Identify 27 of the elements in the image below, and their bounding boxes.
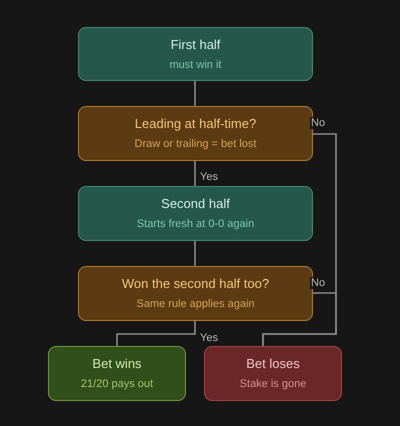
process-box — [78, 186, 313, 241]
node-subtitle: 21/20 pays out — [80, 377, 154, 391]
outcome-box — [48, 346, 186, 401]
node-title: Won the second half too? — [122, 276, 270, 292]
decision-box — [78, 266, 313, 321]
edge-label: No — [310, 277, 326, 289]
connector-line — [194, 161, 196, 186]
edge-label: No — [310, 117, 326, 129]
connector-line — [116, 321, 196, 346]
connector-line — [262, 292, 337, 346]
node-title: Bet wins — [92, 356, 142, 372]
node-subtitle: Draw or trailing = bet lost — [134, 137, 256, 151]
outcome-box — [204, 346, 342, 401]
node-title: First half — [170, 36, 220, 52]
connector-line — [194, 81, 196, 106]
node-title: Leading at half-time? — [134, 116, 256, 132]
node-title: Bet loses — [246, 356, 300, 372]
node-subtitle: Starts fresh at 0-0 again — [136, 217, 254, 231]
edge-label: Yes — [199, 171, 219, 183]
process-box — [78, 27, 313, 81]
node-subtitle: Same rule applies again — [136, 297, 255, 311]
node-subtitle: must win it — [170, 58, 222, 72]
node-title: Second half — [161, 196, 230, 212]
connector-line — [194, 241, 196, 266]
node-subtitle: Stake is gone — [240, 377, 306, 391]
decision-box — [78, 106, 313, 161]
edge-label: Yes — [199, 332, 219, 344]
